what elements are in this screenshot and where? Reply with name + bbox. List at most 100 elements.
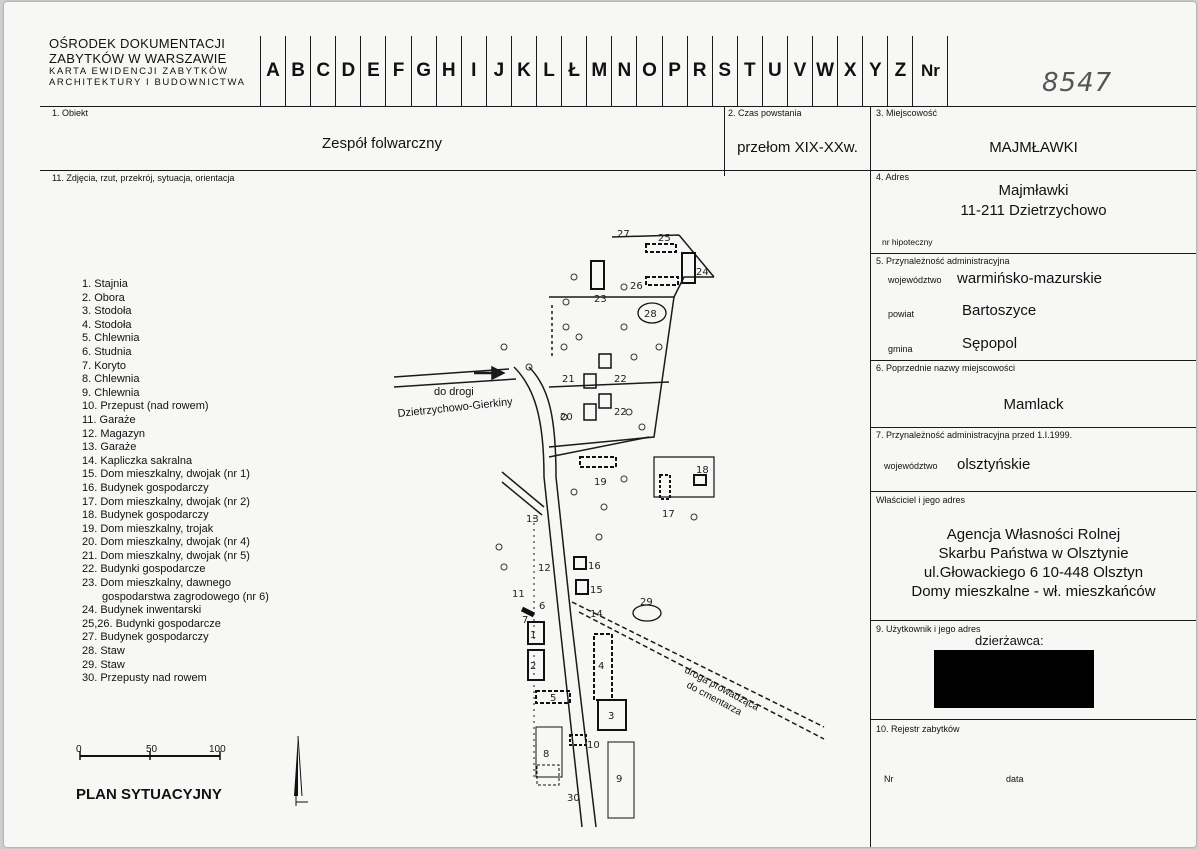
legend-item: 15. Dom mieszkalny, dwojak (nr 1) [82, 468, 250, 481]
card-type-line-2: ARCHITEKTURY I BUDOWNICTWA [49, 77, 246, 88]
field-photos-label: 11. Zdjęcia, rzut, przekrój, sytuacja, o… [52, 173, 235, 183]
building-number-7: 7 [522, 615, 528, 626]
index-letter-19: T [736, 36, 762, 106]
legend-item: 22. Budynki gospodarcze [82, 563, 206, 576]
legend-item: 14. Kapliczka sakralna [82, 454, 193, 467]
legend-item: 8. Chlewnia [82, 373, 140, 386]
legend-item: 18. Budynek gospodarczy [82, 509, 209, 522]
field-previous-names-value: Mamlack [1003, 396, 1064, 413]
building-number-29: 29 [640, 597, 653, 608]
index-letter-22: W [812, 36, 837, 106]
legend-item: 17. Dom mieszkalny, dwojak (nr 2) [82, 495, 250, 508]
building-number-6: 6 [539, 601, 545, 612]
plan-title: PLAN SYTUACYJNY [76, 786, 222, 803]
legend-item: 1. Stajnia [82, 278, 128, 290]
field-date-value: przełom XIX-XXw. [737, 139, 858, 156]
legend-item: 10. Przepust (nad rowem) [82, 400, 209, 413]
field-owner-line-3: ul.Głowackiego 6 10-448 Olsztyn [923, 564, 1144, 581]
scale-label-0: 0 [76, 744, 82, 755]
field-previous-names-label: 6. Poprzednie nazwy miejscowości [876, 363, 1016, 373]
building-number-10: 10 [587, 740, 600, 751]
field-admin-before-label: 7. Przynależność administracyjna przed 1… [876, 430, 1073, 440]
index-letter-24: Y [862, 36, 887, 106]
building-number-24: 24 [696, 267, 709, 278]
legend-item: 24. Budynek inwentarski [82, 604, 202, 617]
legend-item: 16. Budynek gospodarczy [82, 481, 209, 494]
field-address-line-1: Majmławki [998, 182, 1069, 199]
building-number-14: 14 [590, 609, 603, 620]
legend-item: 27. Budynek gospodarczy [82, 631, 209, 644]
index-letter-2: C [310, 36, 335, 106]
field-voivodeship-label: województwo [888, 275, 942, 285]
building-number-15: 15 [590, 585, 603, 596]
field-register-label: 10. Rejestr zabytków [876, 724, 960, 734]
building-number-23: 23 [594, 294, 607, 305]
org-line-2: ZABYTKÓW W WARSZAWIE [49, 51, 227, 66]
field-address-line-2: 11-211 Dzietrzychowo [960, 202, 1107, 219]
legend-item: 2. Obora [82, 291, 125, 304]
index-letter-13: M [586, 36, 611, 106]
field-owner-line-4: Domy mieszkalne - wł. mieszkańców [911, 583, 1156, 600]
index-nr-label: Nr [912, 36, 949, 106]
legend-item: 28. Staw [82, 645, 125, 658]
record-card: OŚRODEK DOKUMENTACJI ZABYTKÓW W WARSZAWI… [4, 2, 1196, 847]
legend-item: 4. Stodoła [82, 318, 132, 331]
road-label-1: do drogi [434, 386, 474, 398]
building-number-2: 2 [530, 661, 536, 672]
field-voivodeship-before-label: województwo [884, 461, 938, 471]
building-number-17: 17 [662, 509, 675, 520]
field-owner-line-1: Agencja Własności Rolnej [946, 526, 1121, 543]
building-number-20: 20 [560, 412, 573, 423]
field-commune-value: Sępopol [962, 335, 1018, 352]
index-letter-16: P [661, 36, 687, 106]
index-letter-0: A [260, 36, 285, 106]
legend-item: 25,26. Budynki gospodarcze [82, 617, 221, 630]
legend-item: 6. Studnia [82, 345, 132, 358]
field-user-label: 9. Użytkownik i jego adres [876, 624, 981, 634]
field-locality-label: 3. Miejscowość [876, 108, 938, 118]
building-number-12: 12 [538, 563, 551, 574]
index-letter-4: E [360, 36, 385, 106]
index-letter-9: J [485, 36, 511, 106]
legend-item: 23. Dom mieszkalny, dawnego [82, 577, 231, 590]
building-number-1: 1 [530, 630, 536, 641]
field-object-value: Zespół folwarczny [321, 135, 443, 152]
building-number-19: 19 [594, 477, 607, 488]
handwritten-catalog-number: 8547 [1042, 68, 1113, 98]
building-number-8: 8 [543, 749, 549, 760]
north-arrow-icon [294, 735, 308, 806]
legend-item: 20. Dom mieszkalny, dwojak (nr 4) [82, 536, 250, 549]
building-number-28: 28 [644, 309, 657, 320]
field-date-label: 2. Czas powstania [728, 108, 802, 118]
building-number-13: 13 [526, 514, 539, 525]
legend-item: 11. Garaże [82, 413, 136, 426]
building-number-5: 5 [550, 693, 556, 704]
index-letter-10: K [510, 36, 536, 106]
field-commune-label: gmina [888, 344, 913, 354]
field-register-date-label: data [1006, 774, 1024, 784]
org-line-1: OŚRODEK DOKUMENTACJI [49, 36, 226, 51]
card-type-line-1: KARTA EWIDENCJI ZABYTKÓW [49, 66, 229, 77]
legend-item: gospodarstwa zagrodowego (nr 6) [102, 590, 269, 603]
field-mortgage-label: nr hipoteczny [882, 237, 933, 247]
building-number-21: 21 [562, 374, 575, 385]
legend-item: 9. Chlewnia [82, 386, 140, 399]
index-letter-11: L [536, 36, 561, 106]
index-letter-17: R [686, 36, 712, 106]
field-voivodeship-before-value: olsztyńskie [957, 456, 1031, 473]
header-institution: OŚRODEK DOKUMENTACJI ZABYTKÓW W WARSZAWI… [49, 36, 246, 88]
building-number-18: 18 [696, 465, 709, 476]
index-letter-18: S [711, 36, 737, 106]
site-plan-drawing: do drogi Dzietrzychowo-Gierkiny droga pr… [393, 229, 825, 828]
index-letter-6: G [410, 36, 436, 106]
legend-item: 3. Stodoła [82, 305, 132, 318]
field-register-nr-label: Nr [884, 774, 894, 784]
building-number-4: 4 [598, 661, 604, 672]
legend-item: 13. Garaże [82, 441, 137, 454]
building-number-3: 3 [608, 711, 614, 722]
field-user-value: dzierżawca: [975, 633, 1044, 648]
field-owner-line-2: Skarbu Państwa w Olsztynie [938, 545, 1129, 562]
building-number-9: 9 [616, 774, 622, 785]
building-number-16: 16 [588, 561, 601, 572]
